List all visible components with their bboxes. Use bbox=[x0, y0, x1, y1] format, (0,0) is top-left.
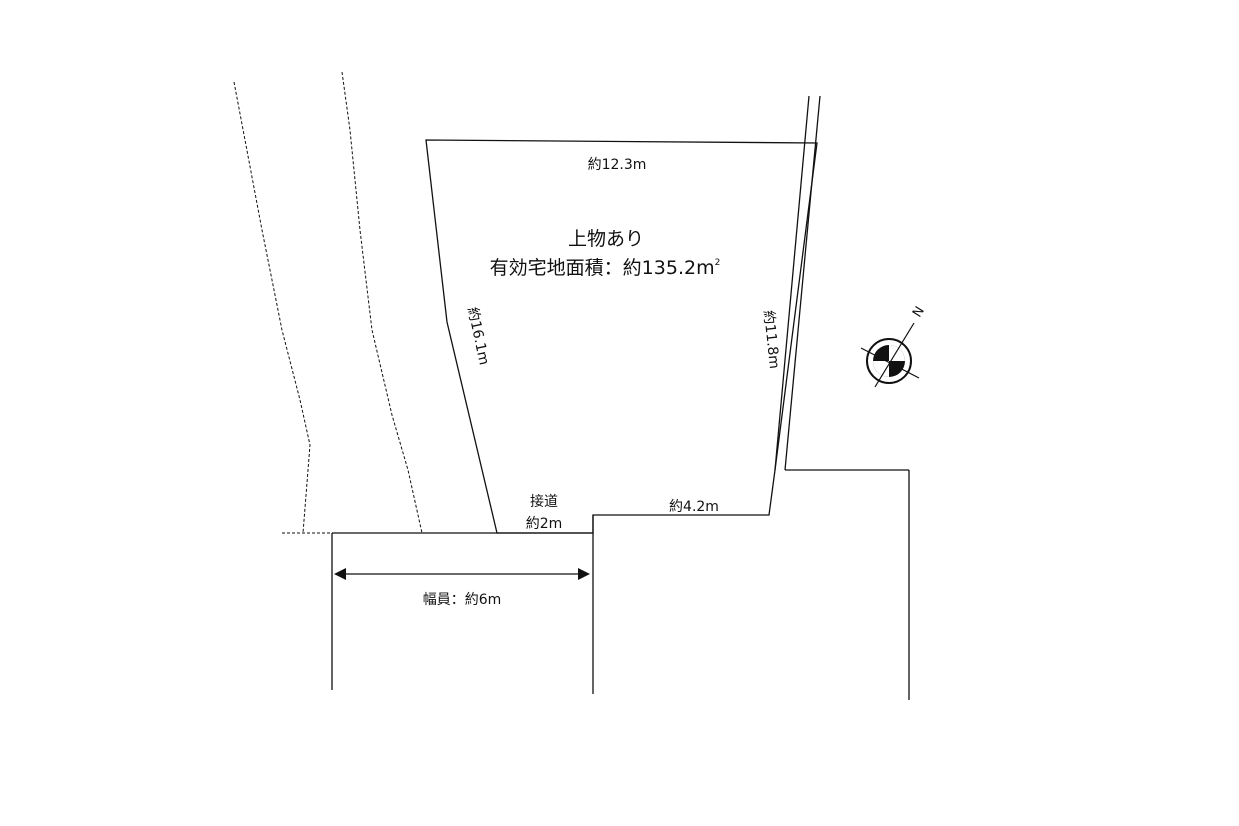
dimension-right: 約11.8m bbox=[760, 310, 782, 370]
road-width-arrow bbox=[334, 568, 590, 580]
adjacent-path-lines bbox=[774, 95, 821, 471]
north-label: N bbox=[910, 304, 928, 320]
area-label: 有効宅地面積：約135.2m2 bbox=[490, 257, 721, 279]
building-note: 上物あり bbox=[568, 228, 644, 250]
area-value: 有効宅地面積：約135.2 bbox=[490, 257, 696, 279]
frontage-title: 接道 bbox=[530, 493, 558, 510]
lot-outline bbox=[425, 139, 818, 534]
dimension-top: 約12.3m bbox=[588, 157, 647, 173]
frontage-value: 約2m bbox=[526, 516, 563, 532]
dimension-left: 約16.1m bbox=[464, 306, 492, 367]
dimension-bottom-right: 約4.2m bbox=[669, 499, 719, 515]
north-compass-icon: N bbox=[860, 304, 928, 388]
adjacent-lot bbox=[785, 469, 910, 700]
road-dashed-lines bbox=[233, 71, 423, 534]
area-unit-sup: 2 bbox=[715, 258, 721, 268]
road-width-label: 幅員：約6m bbox=[423, 592, 502, 608]
area-unit: m bbox=[696, 257, 715, 279]
